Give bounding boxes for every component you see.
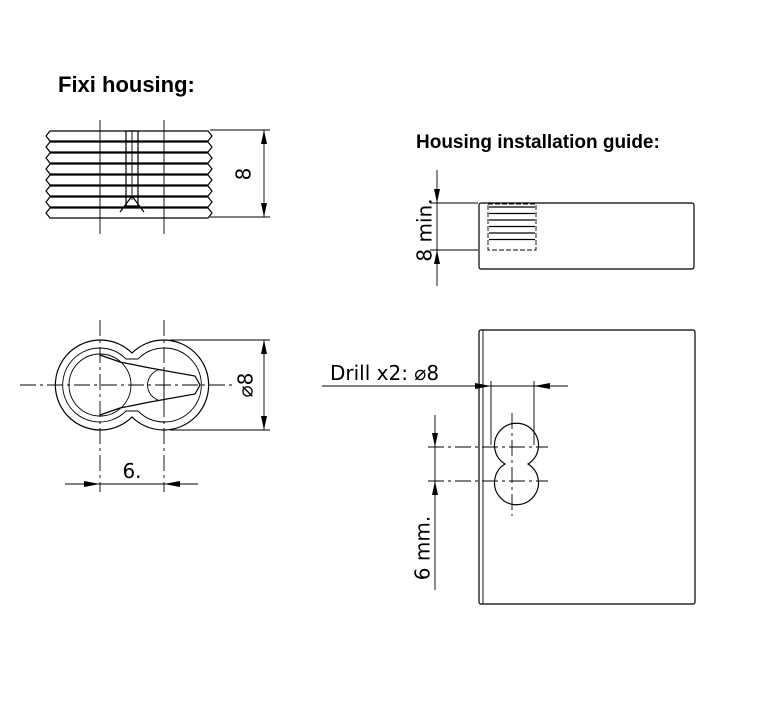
drill-label: Drill x2: ⌀8 xyxy=(330,361,439,385)
min-depth-label: 8 min. xyxy=(413,198,437,261)
housing-side-view: 8 xyxy=(45,120,270,234)
installation-guide-title: Housing installation guide: xyxy=(416,132,660,153)
thread-ridge xyxy=(45,196,213,208)
housing-height-label: 8 xyxy=(232,168,256,181)
thread-ridge xyxy=(45,141,213,153)
installation-top-view: Drill x2: ⌀8 6 mm. xyxy=(322,329,696,605)
housing-spacing-label: 6. xyxy=(122,459,141,483)
thread-ridge xyxy=(45,174,213,186)
fixi-housing-title: Fixi housing: xyxy=(58,72,195,97)
thread-ridge xyxy=(45,163,213,175)
hole-spacing-label: 6 mm. xyxy=(411,516,435,580)
thread-ridge xyxy=(45,185,213,197)
thread-ridge xyxy=(45,207,213,219)
housing-top-view: ⌀8 6. xyxy=(20,320,270,492)
installation-side-view: 8 min. xyxy=(413,170,695,286)
housing-diameter-label: ⌀8 xyxy=(234,373,258,398)
thread-ridge xyxy=(45,130,213,142)
thread-ridge xyxy=(45,152,213,164)
